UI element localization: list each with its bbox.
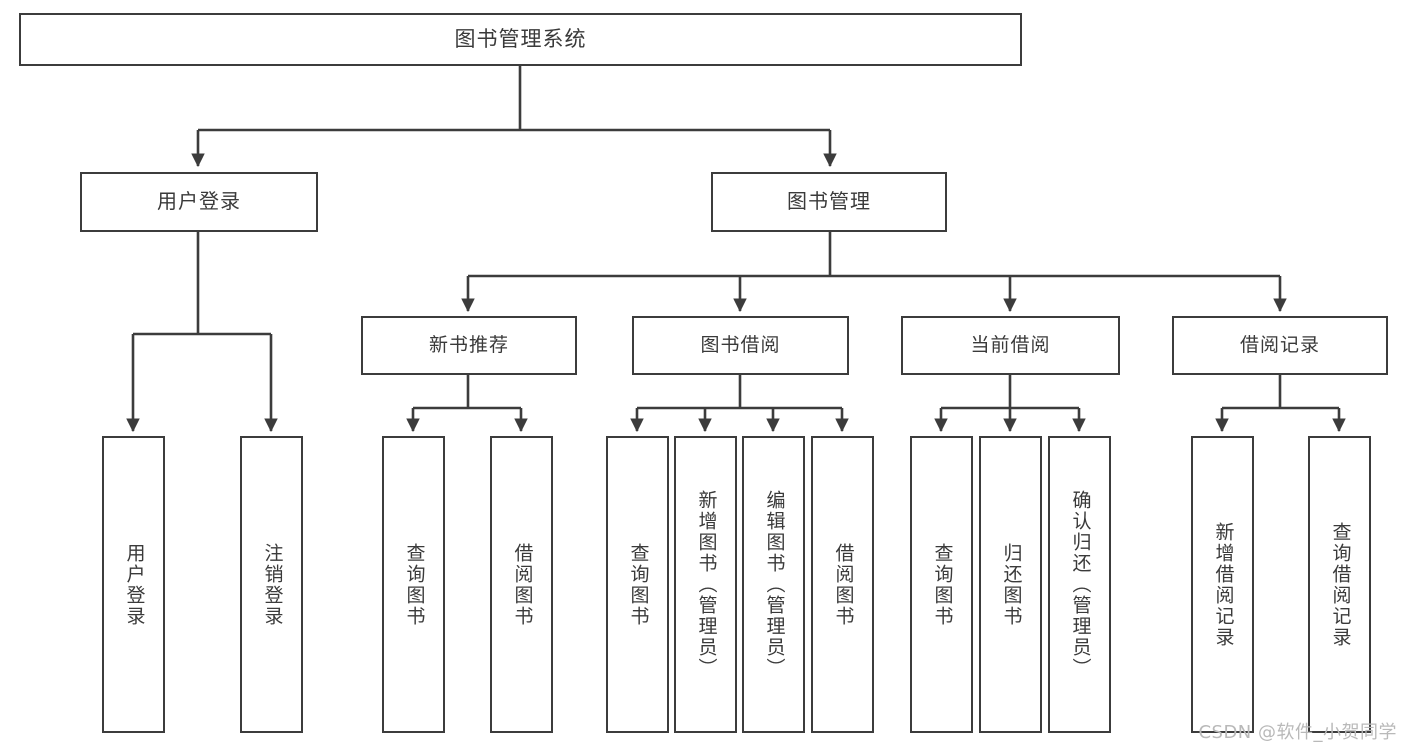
node-label: 新增借阅记录 xyxy=(1212,521,1235,648)
node-label: 查询图书 xyxy=(931,542,954,627)
node-root-book-management-system[interactable]: 图书管理系统 xyxy=(19,13,1022,66)
leaf-book-borrow-borrow-book[interactable]: 借阅图书 xyxy=(811,436,874,733)
leaf-borrow-record-query-record[interactable]: 查询借阅记录 xyxy=(1308,436,1371,733)
node-current-borrow[interactable]: 当前借阅 xyxy=(901,316,1120,375)
leaf-user-login-logout[interactable]: 注销登录 xyxy=(240,436,303,733)
leaf-new-book-borrow-book[interactable]: 借阅图书 xyxy=(490,436,553,733)
node-label: 注销登录 xyxy=(261,542,284,627)
leaf-book-borrow-edit-book-admin[interactable]: 编辑图书（管理员） xyxy=(742,436,805,733)
csdn-watermark: CSDN @软件_小贺同学 xyxy=(1198,722,1397,743)
leaf-borrow-record-add-record[interactable]: 新增借阅记录 xyxy=(1191,436,1254,733)
node-label: 图书借阅 xyxy=(700,334,781,357)
node-book-management[interactable]: 图书管理 xyxy=(711,172,947,232)
node-label: 借阅记录 xyxy=(1239,334,1320,357)
node-label: 归还图书 xyxy=(1000,542,1023,627)
node-label: 编辑图书（管理员） xyxy=(763,490,786,679)
leaf-current-borrow-query-book[interactable]: 查询图书 xyxy=(910,436,973,733)
node-borrow-record[interactable]: 借阅记录 xyxy=(1172,316,1388,375)
node-user-login[interactable]: 用户登录 xyxy=(80,172,318,232)
node-label: 查询图书 xyxy=(627,542,650,627)
node-label: 借阅图书 xyxy=(511,542,534,627)
leaf-book-borrow-add-book-admin[interactable]: 新增图书（管理员） xyxy=(674,436,737,733)
leaf-user-login-login[interactable]: 用户登录 xyxy=(102,436,165,733)
node-label: 借阅图书 xyxy=(832,542,855,627)
node-label: 查询借阅记录 xyxy=(1329,521,1352,648)
node-book-borrow[interactable]: 图书借阅 xyxy=(632,316,849,375)
node-label: 当前借阅 xyxy=(970,334,1051,357)
node-label: 图书管理 xyxy=(787,189,871,214)
node-new-book-recommend[interactable]: 新书推荐 xyxy=(361,316,577,375)
node-label: 用户登录 xyxy=(157,189,241,214)
node-label: 新增图书（管理员） xyxy=(695,490,718,679)
leaf-current-borrow-confirm-return-admin[interactable]: 确认归还（管理员） xyxy=(1048,436,1111,733)
node-label: 图书管理系统 xyxy=(454,27,587,52)
node-label: 查询图书 xyxy=(403,542,426,627)
leaf-new-book-query-book[interactable]: 查询图书 xyxy=(382,436,445,733)
node-label: 用户登录 xyxy=(123,542,146,627)
leaf-book-borrow-query-book[interactable]: 查询图书 xyxy=(606,436,669,733)
node-label: 新书推荐 xyxy=(428,334,509,357)
leaf-current-borrow-return-book[interactable]: 归还图书 xyxy=(979,436,1042,733)
node-label: 确认归还（管理员） xyxy=(1069,490,1092,679)
